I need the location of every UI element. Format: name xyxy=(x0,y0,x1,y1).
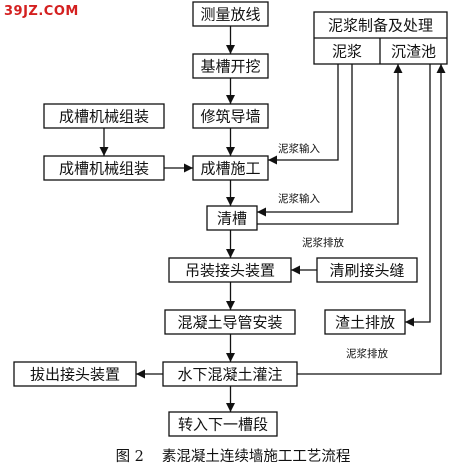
box-trench-cleaning: 清槽 xyxy=(206,205,258,231)
box-trench-excavation: 基槽开挖 xyxy=(192,53,269,79)
box-survey: 测量放线 xyxy=(192,1,269,27)
box-underwater-pour: 水下混凝土灌注 xyxy=(162,361,298,387)
box-survey-label: 测量放线 xyxy=(200,6,260,24)
figure-number: 图 2 xyxy=(115,449,144,465)
box-joint-install: 吊装接头装置 xyxy=(168,257,292,283)
box-guide-wall-label: 修筑导墙 xyxy=(200,108,260,126)
box-trench-excavation-label: 基槽开挖 xyxy=(200,58,260,76)
label-slurry-input-2: 泥浆输入 xyxy=(278,192,320,205)
arrow-slurry-discharge-from-pour xyxy=(297,63,446,375)
box-tremie-install-label: 混凝土导管安装 xyxy=(177,314,282,332)
box-machine-assembly-1-label: 成槽机械组装 xyxy=(59,108,149,126)
arrow-slurry-input-to-cleaning xyxy=(257,64,353,217)
box-slurry-label: 泥浆 xyxy=(332,43,362,61)
box-trenching-label: 成槽施工 xyxy=(200,160,260,178)
arrow-settling-to-muck xyxy=(405,64,431,327)
site-watermark: 39JZ.COM xyxy=(4,4,79,19)
box-settling-tank-label: 沉渣池 xyxy=(391,43,436,61)
box-trench-cleaning-label: 清槽 xyxy=(217,210,247,228)
box-next-segment: 转入下一槽段 xyxy=(168,411,278,437)
box-underwater-pour-label: 水下混凝土灌注 xyxy=(177,366,282,384)
box-slurry-prep-label: 泥浆制备及处理 xyxy=(328,17,433,35)
box-joint-brushing: 清刷接头缝 xyxy=(316,257,418,283)
box-machine-assembly-2-label: 成槽机械组装 xyxy=(59,160,149,178)
box-tremie-install: 混凝土导管安装 xyxy=(164,309,296,335)
label-slurry-discharge-2: 泥浆排放 xyxy=(346,347,388,360)
box-trenching: 成槽施工 xyxy=(192,155,269,181)
box-muck-discharge: 渣土排放 xyxy=(324,309,406,335)
box-slurry-prep: 泥浆制备及处理 泥浆 沉渣池 xyxy=(313,11,448,65)
arrow-slurry-discharge-from-cleaning xyxy=(257,63,403,225)
label-slurry-input-1: 泥浆输入 xyxy=(278,142,320,155)
box-next-segment-label: 转入下一槽段 xyxy=(178,416,268,434)
box-machine-assembly-1: 成槽机械组装 xyxy=(43,103,165,129)
figure-caption: 图 2 素混凝土连续墙施工工艺流程 xyxy=(0,445,466,466)
box-joint-removal-label: 拔出接头装置 xyxy=(30,366,120,384)
box-joint-brushing-label: 清刷接头缝 xyxy=(329,262,404,280)
figure-title: 素混凝土连续墙施工工艺流程 xyxy=(161,449,351,465)
box-joint-removal: 拔出接头装置 xyxy=(13,361,137,387)
box-guide-wall: 修筑导墙 xyxy=(192,103,269,129)
arrow-slurry-input-to-trenching xyxy=(268,64,339,165)
box-joint-install-label: 吊装接头装置 xyxy=(185,262,275,280)
box-muck-discharge-label: 渣土排放 xyxy=(335,314,395,332)
box-machine-assembly-2: 成槽机械组装 xyxy=(43,155,165,181)
label-slurry-discharge-1: 泥浆排放 xyxy=(302,236,344,249)
